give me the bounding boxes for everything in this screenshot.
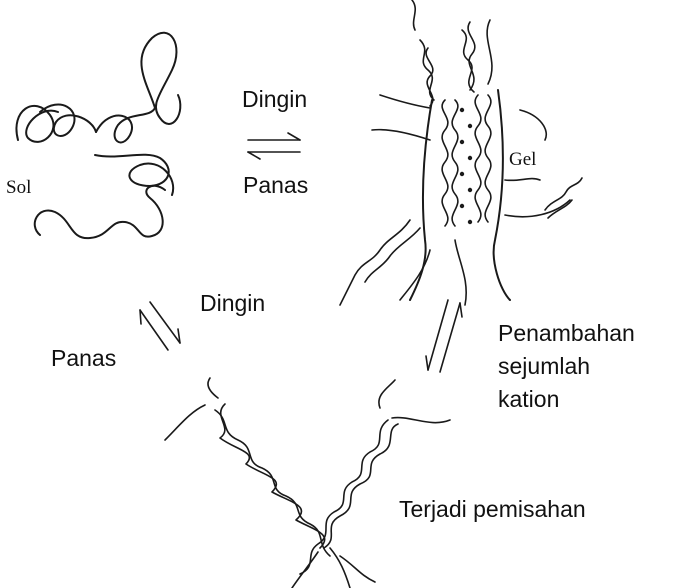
equilibrium-arrow-sol-gel bbox=[248, 133, 300, 159]
equilibrium-arrow-sol-separation bbox=[140, 302, 180, 350]
heat-label-left: Panas bbox=[51, 345, 116, 371]
add-cation-label-line3: kation bbox=[498, 386, 559, 412]
heat-label-top: Panas bbox=[243, 172, 308, 198]
add-cation-label-line2: sejumlah bbox=[498, 353, 590, 379]
cool-label-top: Dingin bbox=[242, 86, 307, 112]
cool-label-left: Dingin bbox=[200, 290, 265, 316]
sol-random-coils bbox=[16, 33, 180, 238]
sol-label: Sol bbox=[6, 177, 31, 198]
separated-helices bbox=[165, 378, 450, 588]
separation-label: Terjadi pemisahan bbox=[399, 496, 586, 522]
gel-label: Gel bbox=[509, 149, 536, 170]
equilibrium-arrow-gel-separation bbox=[426, 300, 462, 372]
gel-helix-aggregate bbox=[340, 0, 582, 305]
add-cation-label-line1: Penambahan bbox=[498, 320, 635, 346]
